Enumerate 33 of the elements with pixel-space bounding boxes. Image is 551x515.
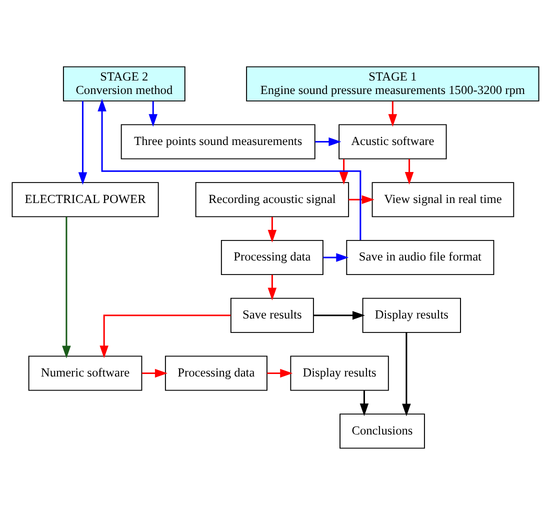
arrow xyxy=(78,100,88,185)
node-box: Processing data xyxy=(164,356,268,391)
node-box: STAGE 1 Engine sound pressure measurements 1500-3200 rpm xyxy=(246,66,540,102)
arrow xyxy=(388,101,398,127)
arrow xyxy=(315,137,342,146)
arrow xyxy=(148,101,158,127)
node-box: Display results xyxy=(362,298,461,333)
node-box: Recording acoustic signal xyxy=(195,182,350,218)
arrow xyxy=(62,216,71,358)
arrow xyxy=(402,332,411,416)
arrow xyxy=(267,368,293,378)
arrow xyxy=(360,390,369,416)
node-box: Save in audio file format xyxy=(346,240,494,276)
arrow xyxy=(323,253,349,262)
node-box: Processing data xyxy=(220,240,324,276)
arrow xyxy=(142,368,168,378)
node-box: Numeric software xyxy=(28,356,142,391)
node-box: View signal in real time xyxy=(372,182,514,218)
arrow xyxy=(314,310,366,320)
node-box: Three points sound measurements xyxy=(120,124,316,160)
node-box: Acustic software xyxy=(338,124,447,160)
node-box: Save results xyxy=(230,298,314,333)
arrow xyxy=(268,216,277,242)
arrow xyxy=(100,314,231,358)
node-box: STAGE 2 Conversion method xyxy=(62,66,186,102)
arrow xyxy=(98,98,362,240)
arrow xyxy=(268,274,277,300)
arrow xyxy=(348,195,374,204)
arrow xyxy=(339,159,348,185)
node-box: Display results xyxy=(290,356,389,391)
node-box: ELECTRICAL POWER xyxy=(12,182,159,218)
arrow xyxy=(404,159,414,185)
node-box: Conclusions xyxy=(340,414,425,449)
